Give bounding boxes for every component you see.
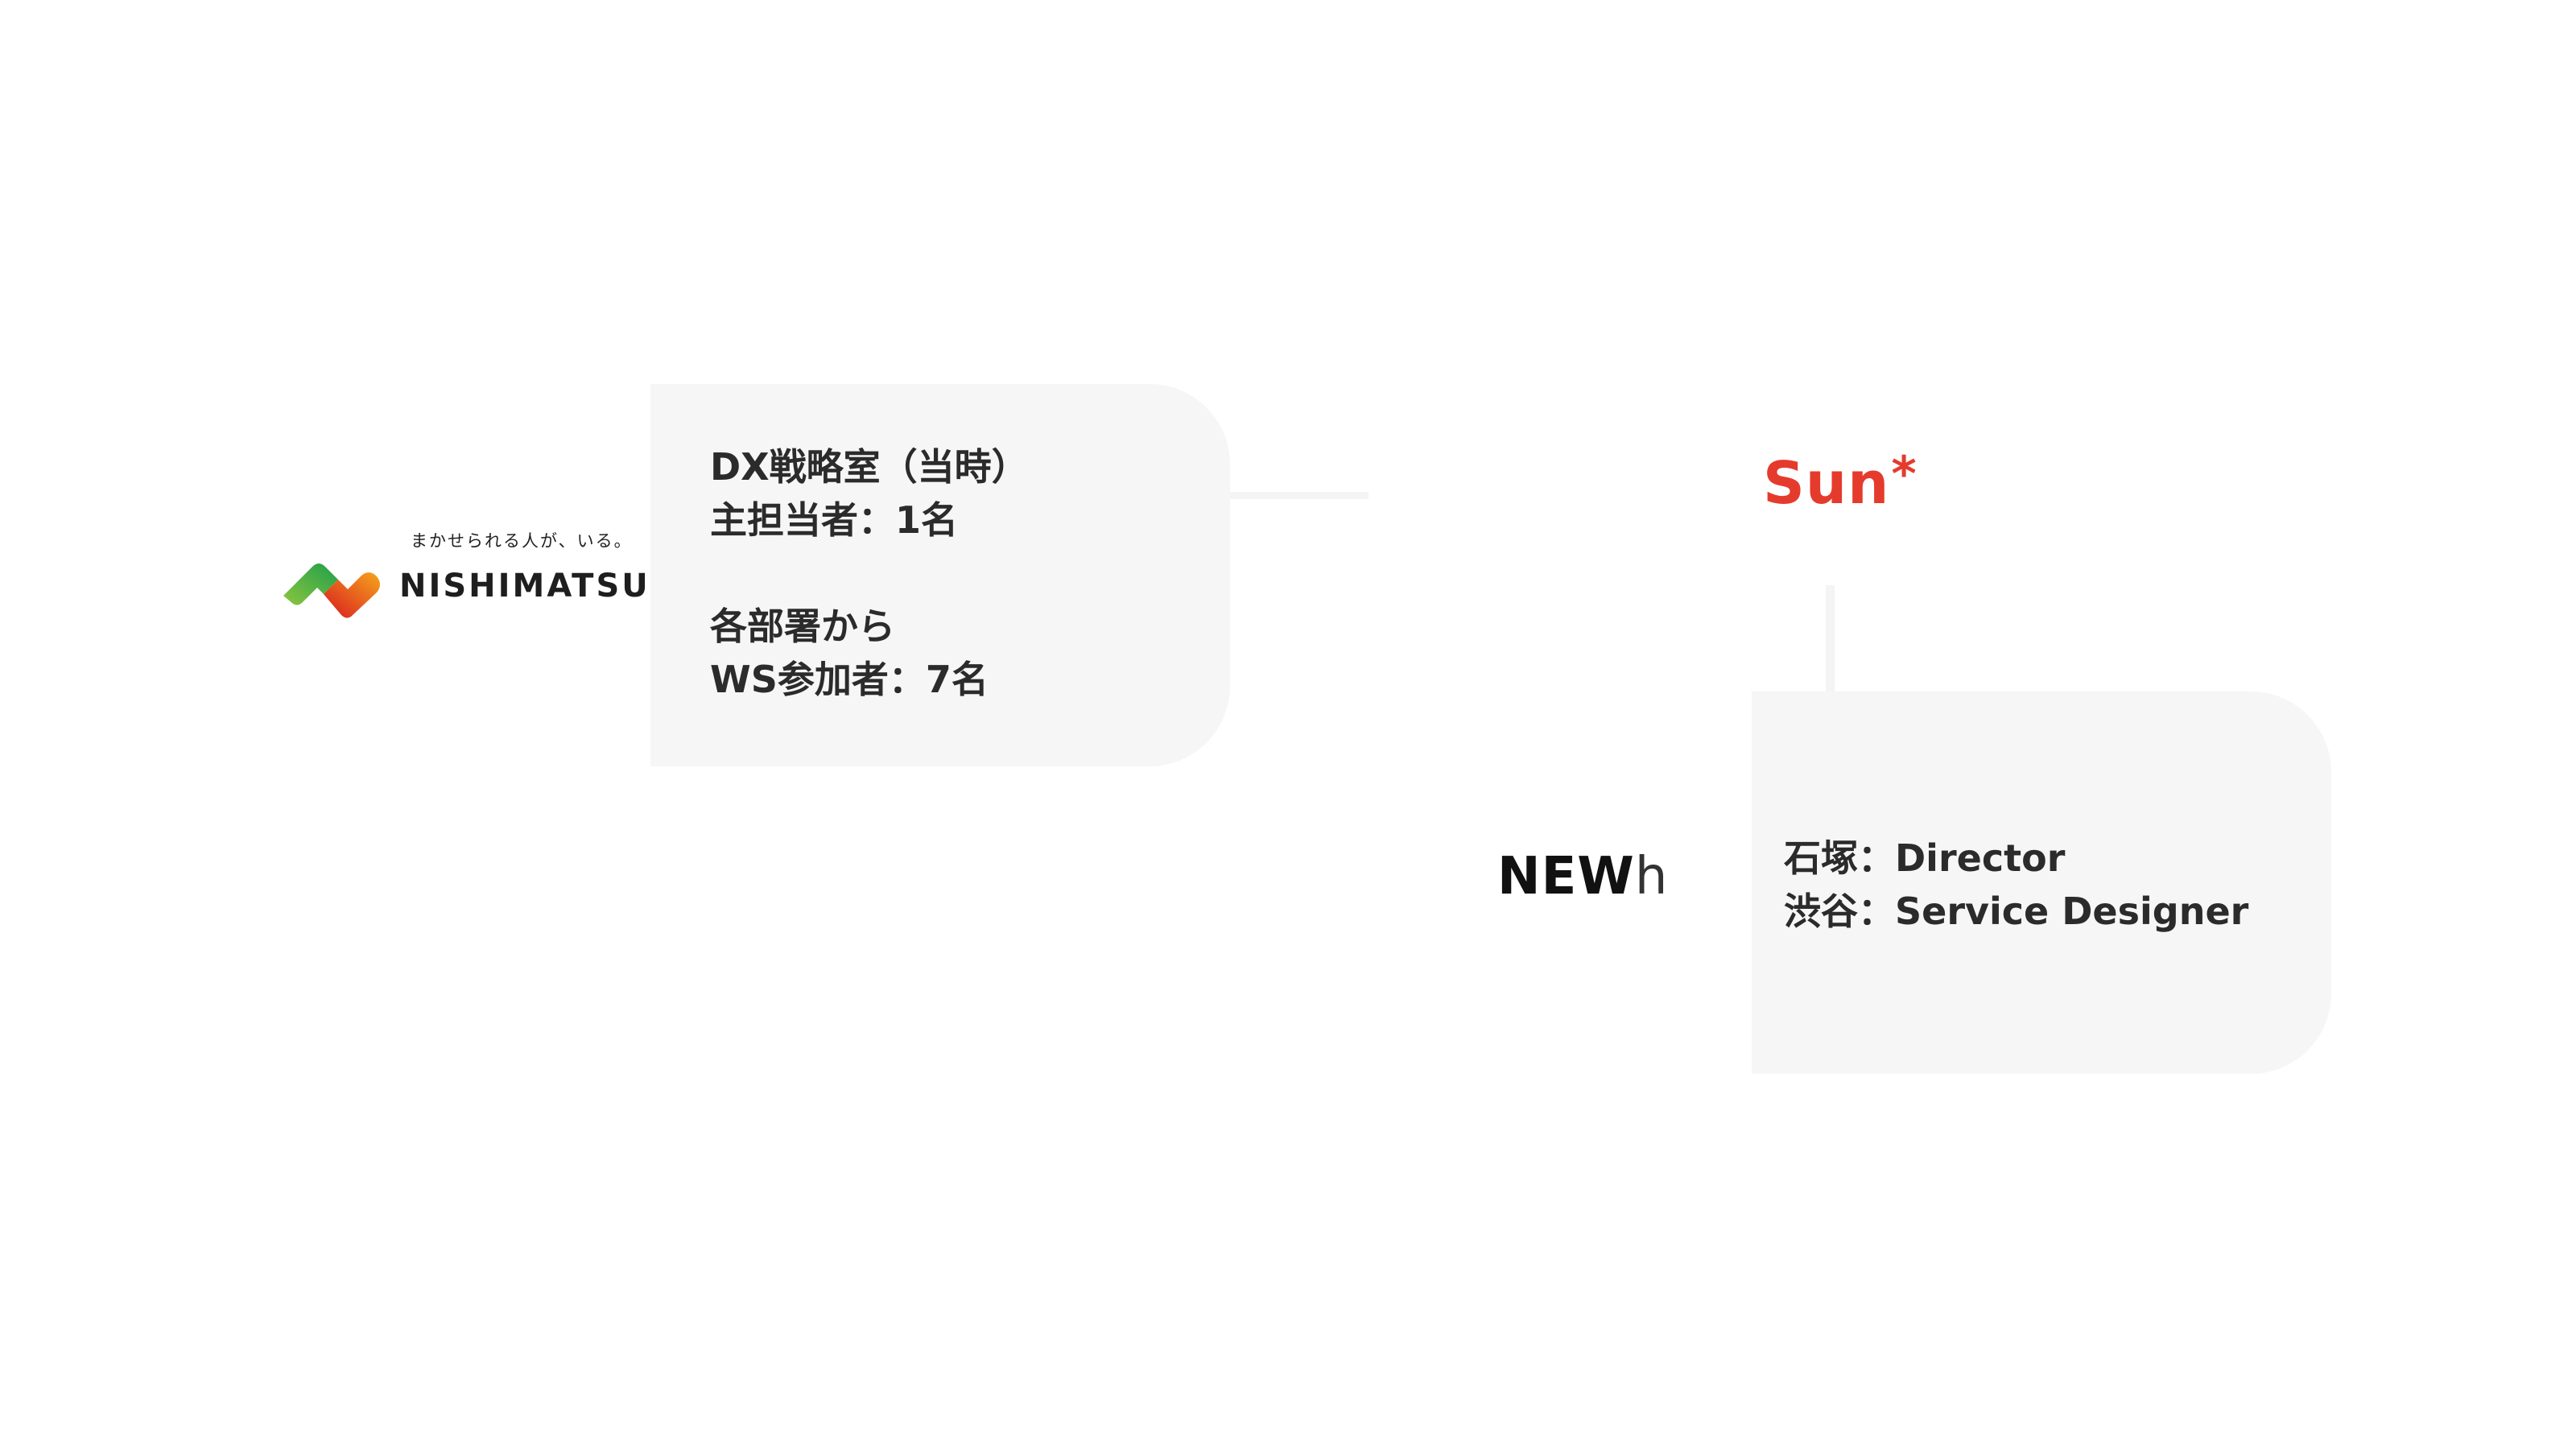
sun-logo: Sun* <box>1763 446 1918 517</box>
nishimatsu-tagline: まかせられる人が、いる。 <box>411 531 633 551</box>
team-card-line-2: 渋谷：Service Designer <box>1784 890 2249 933</box>
connector-vertical <box>1826 585 1835 691</box>
sun-star-icon: * <box>1891 446 1918 502</box>
client-card-line-1: DX戦略室（当時） <box>710 445 1029 489</box>
nishimatsu-mark-icon <box>282 555 386 620</box>
sun-logo-text: Sun <box>1763 449 1890 517</box>
newh-logo-light: h <box>1634 847 1668 906</box>
nishimatsu-wordmark: NISHIMATSU <box>399 568 650 605</box>
team-card-line-1: 石塚：Director <box>1784 836 2066 880</box>
client-card-line-2: 主担当者：1名 <box>710 498 959 542</box>
connector-horizontal <box>1230 492 1368 499</box>
client-card-line-3: 各部署から <box>710 605 895 648</box>
client-card-line-4: WS参加者：7名 <box>710 658 989 701</box>
newh-logo-bold: NEW <box>1497 847 1635 906</box>
newh-logo: NEWh <box>1497 847 1667 906</box>
client-team-card: DX戦略室（当時） 主担当者：1名 各部署から WS参加者：7名 <box>650 384 1230 766</box>
client-card-spacer <box>710 547 1230 600</box>
project-team-card: 石塚：Director 渋谷：Service Designer <box>1752 691 2331 1074</box>
